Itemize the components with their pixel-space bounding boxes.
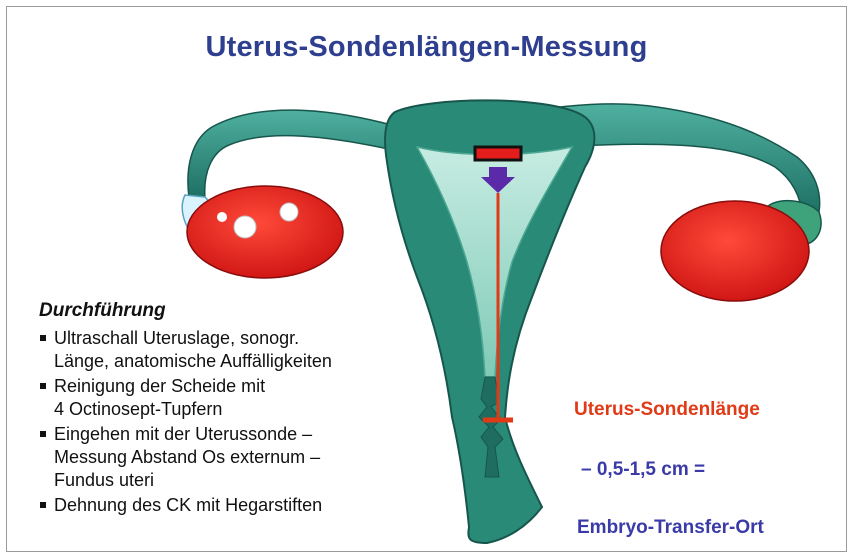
left-fallopian-tube: [188, 110, 402, 199]
right-ovary: [661, 201, 809, 301]
procedure-item: Dehnung des CK mit Hegarstiften: [39, 494, 439, 517]
procedure-item: Reinigung der Scheide mit 4 Octinosept-T…: [39, 375, 439, 421]
left-ovary-follicle-1: [234, 216, 256, 238]
procedure-heading: Durchführung: [39, 300, 439, 322]
procedure-section: Durchführung Ultraschall Uteruslage, son…: [39, 300, 439, 519]
transfer-site-label: Embryo-Transfer-Ort: [577, 517, 847, 539]
fundus-marker: [475, 147, 521, 160]
probe-length-label: Uterus-Sondenlänge: [574, 399, 844, 421]
diagram-frame: Uterus-Sondenlängen-Messung: [6, 6, 847, 552]
left-ovary-follicle-2: [280, 203, 298, 221]
distance-label: – 0,5-1,5 cm =: [581, 459, 847, 481]
left-ovary: [187, 186, 343, 278]
procedure-list: Ultraschall Uteruslage, sonogr. Länge, a…: [39, 327, 439, 517]
left-ovary-follicle-3: [217, 212, 227, 222]
procedure-item: Ultraschall Uteruslage, sonogr. Länge, a…: [39, 327, 439, 373]
procedure-item: Eingehen mit der Uterussonde – Messung A…: [39, 423, 439, 492]
